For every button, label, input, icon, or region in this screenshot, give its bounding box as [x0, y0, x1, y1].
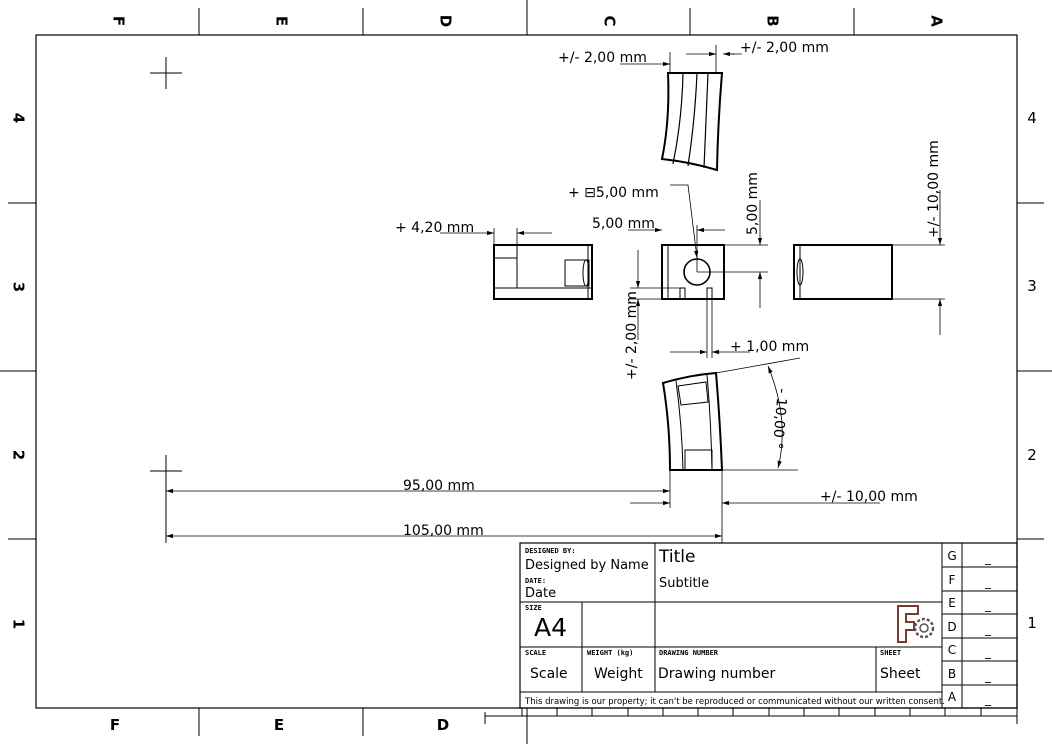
revision-value-c: _: [984, 645, 992, 659]
revision-value-g: _: [984, 551, 992, 565]
revision-letter-f: F: [949, 573, 956, 587]
bottom-column-letters: F E D: [110, 716, 449, 734]
dim-right-height: +/- 10,00 mm: [926, 140, 942, 238]
row-number-1-left: 1: [10, 619, 28, 629]
column-letter-d-bottom: D: [437, 716, 449, 734]
row-number-2-left: 2: [10, 450, 28, 460]
column-letter-e-bottom: E: [274, 716, 284, 734]
dim-hole-x: 5,00 mm: [592, 216, 655, 232]
sheet-value: Sheet: [880, 666, 921, 682]
row-number-3-right: 3: [1027, 277, 1037, 295]
revision-value-b: _: [984, 669, 992, 683]
right-row-numbers: 4 3 2 1: [1027, 109, 1037, 632]
column-letter-b-top: B: [764, 15, 782, 26]
size-value: A4: [534, 613, 567, 642]
scale-ruler: [484, 708, 1018, 724]
revision-letter-c: C: [948, 643, 956, 657]
dim-bottom-offset: +/- 10,00 mm: [820, 489, 918, 505]
left-row-numbers: 4 3 2 1: [10, 113, 28, 629]
freecad-logo-icon: [897, 605, 935, 643]
left-view: [493, 244, 593, 300]
row-number-4-right: 4: [1027, 109, 1037, 127]
column-letter-f-bottom: F: [110, 716, 120, 734]
revision-value-d: _: [984, 622, 992, 636]
weight-label: WEIGHT (kg): [587, 649, 633, 657]
drawing-number-value: Drawing number: [658, 666, 776, 682]
revision-letter-e: E: [948, 596, 956, 610]
right-view: [793, 244, 893, 300]
revision-value-e: _: [984, 598, 992, 612]
revision-letter-g: G: [947, 549, 956, 563]
dim-slot-depth: +/- 2,00 mm: [624, 291, 640, 380]
dim-95: 95,00 mm: [403, 478, 475, 494]
date-value: Date: [525, 586, 556, 601]
dim-slot-width: + 1,00 mm: [730, 339, 809, 355]
column-letter-f-top: F: [110, 16, 128, 26]
dim-top-left: +/- 2,00 mm: [558, 50, 647, 66]
designed-by-label: DESIGNED BY:: [525, 547, 576, 555]
column-letter-e-top: E: [273, 16, 291, 26]
revision-letter-b: B: [948, 667, 956, 681]
revision-letter-d: D: [947, 620, 956, 634]
scale-label: SCALE: [525, 649, 546, 657]
dim-hole-y: 5,00 mm: [745, 172, 761, 235]
title-text: Title: [658, 547, 695, 567]
bottom-view: [661, 371, 724, 471]
column-letter-c-top: C: [601, 15, 619, 26]
dim-top-right: +/- 2,00 mm: [740, 40, 829, 56]
revision-value-f: _: [984, 575, 992, 589]
date-label: DATE:: [525, 577, 546, 585]
revision-value-a: _: [984, 692, 992, 706]
row-number-3-left: 3: [10, 282, 28, 292]
column-letter-d-top: D: [437, 15, 455, 27]
row-number-1-right: 1: [1027, 614, 1037, 632]
subtitle-text: Subtitle: [659, 576, 709, 591]
top-column-letters: F E D C B A: [110, 15, 946, 27]
dim-angle: - 10,00 °: [769, 388, 790, 450]
dim-left-width: + 4,20 mm: [395, 220, 474, 236]
title-block: DESIGNED BY: Designed by Name DATE: Date…: [519, 542, 1018, 709]
dim-hole-diameter: + ⊟5,00 mm: [568, 185, 659, 201]
top-view: [660, 72, 724, 172]
row-number-4-left: 4: [10, 113, 28, 123]
dim-105: 105,00 mm: [403, 523, 484, 539]
designed-by-value: Designed by Name: [525, 558, 649, 573]
row-number-2-right: 2: [1027, 446, 1037, 464]
disclaimer-text: This drawing is our property; it can't b…: [524, 697, 945, 707]
drawing-number-label: DRAWING NUMBER: [659, 649, 719, 657]
dimensions: +/- 2,00 mm +/- 2,00 mm + ⊟5,00 mm 5,00 …: [166, 40, 945, 543]
revision-letter-a: A: [948, 690, 957, 704]
size-label: SIZE: [525, 604, 542, 612]
scale-value: Scale: [530, 666, 568, 682]
column-letter-a-top: A: [928, 15, 946, 27]
sheet-label: SHEET: [880, 649, 901, 657]
weight-value: Weight: [594, 666, 643, 682]
